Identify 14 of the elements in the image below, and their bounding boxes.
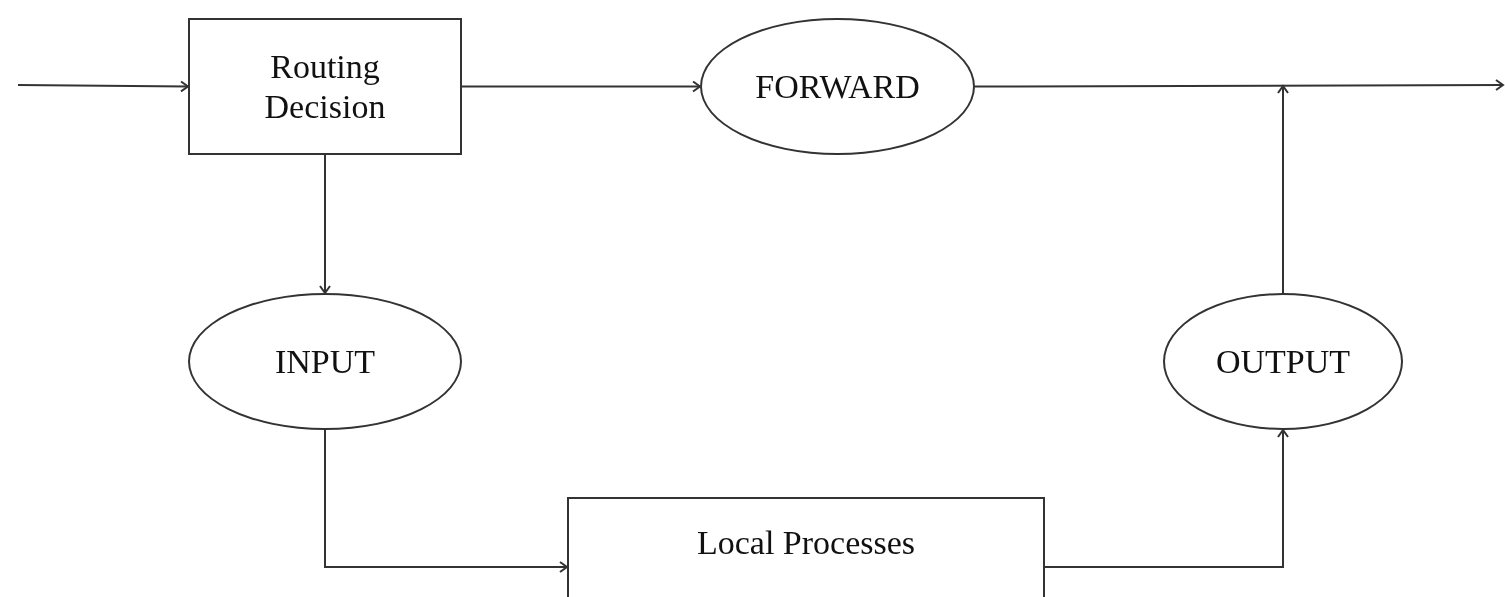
arrow (17, 80, 189, 93)
process-box (567, 497, 1045, 597)
arrow (1044, 429, 1289, 568)
arrow (974, 79, 1504, 91)
arrow (319, 154, 331, 294)
arrow (461, 80, 701, 93)
arrow (1277, 85, 1289, 294)
process-box (188, 18, 462, 155)
node-label: FORWARD (754, 66, 921, 107)
arrow (324, 429, 568, 573)
node-label: Local Processes (695, 523, 917, 563)
node-label: INPUT (273, 341, 377, 382)
node-label: OUTPUT (1214, 341, 1352, 382)
node-label: Routing Decision (263, 47, 387, 126)
